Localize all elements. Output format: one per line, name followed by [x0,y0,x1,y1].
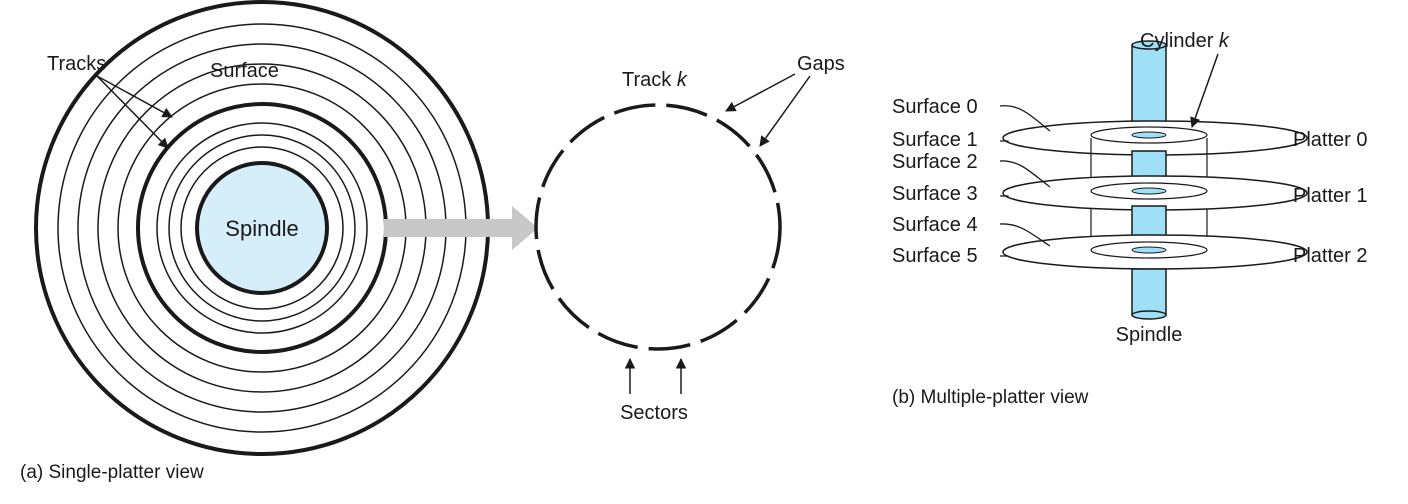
tracks-label: Tracks [47,53,106,75]
sectors-label: Sectors [620,402,688,424]
surface-label: Surface [210,60,279,82]
single-platter-view: Spindle Tracks Surface (a) Single-platte… [20,0,538,483]
caption-a: (a) Single-platter view [20,462,204,483]
spindle-label: Spindle [225,216,298,241]
track-ring [168,134,356,322]
multi-platter-view: Spindle Cylinder k Surface 0 Surface 1 S… [892,30,1367,408]
track-k-circle [534,103,782,351]
track-detail-view: Track k Gaps Sectors [534,53,845,424]
surface-4-leader [999,223,1051,247]
surface-2-leader [999,160,1051,188]
track-k-label: Track k [622,69,688,91]
spindle-cross-section [1131,131,1167,139]
track-ring [180,146,344,310]
surface-0-label: Surface 0 [892,96,978,118]
tracks-arrow-1 [96,75,173,118]
spindle-circle [195,161,329,295]
surface-1-label: Surface 1 [892,129,978,151]
spindle-cross-section [1131,187,1167,195]
tracks-arrow-2 [96,75,169,149]
spindle-top-cap [1131,40,1167,50]
surface-0-leader [999,105,1051,132]
surface-5-label: Surface 5 [892,245,978,267]
gaps-arrow-2 [759,75,811,147]
surface-3-label: Surface 3 [892,183,978,205]
track-ring [156,122,368,334]
surface-2-label: Surface 2 [892,151,978,173]
cylinder-k-arrow [1190,53,1219,128]
zoom-arrow [384,206,538,250]
spindle-cross-section [1131,246,1167,254]
spindle-segment [1131,268,1167,316]
caption-b: (b) Multiple-platter view [892,387,1089,408]
cylinder-k-label: Cylinder k [1140,30,1230,52]
spindle-label-b: Spindle [1116,324,1183,346]
spindle-bottom-cap [1131,310,1167,320]
surface-4-label: Surface 4 [892,214,978,236]
gaps-arrow-1 [725,73,796,112]
platter-0-label: Platter 0 [1293,129,1367,151]
gaps-label: Gaps [797,53,845,75]
platter-2-label: Platter 2 [1293,245,1367,267]
platter-1-label: Platter 1 [1293,185,1367,207]
